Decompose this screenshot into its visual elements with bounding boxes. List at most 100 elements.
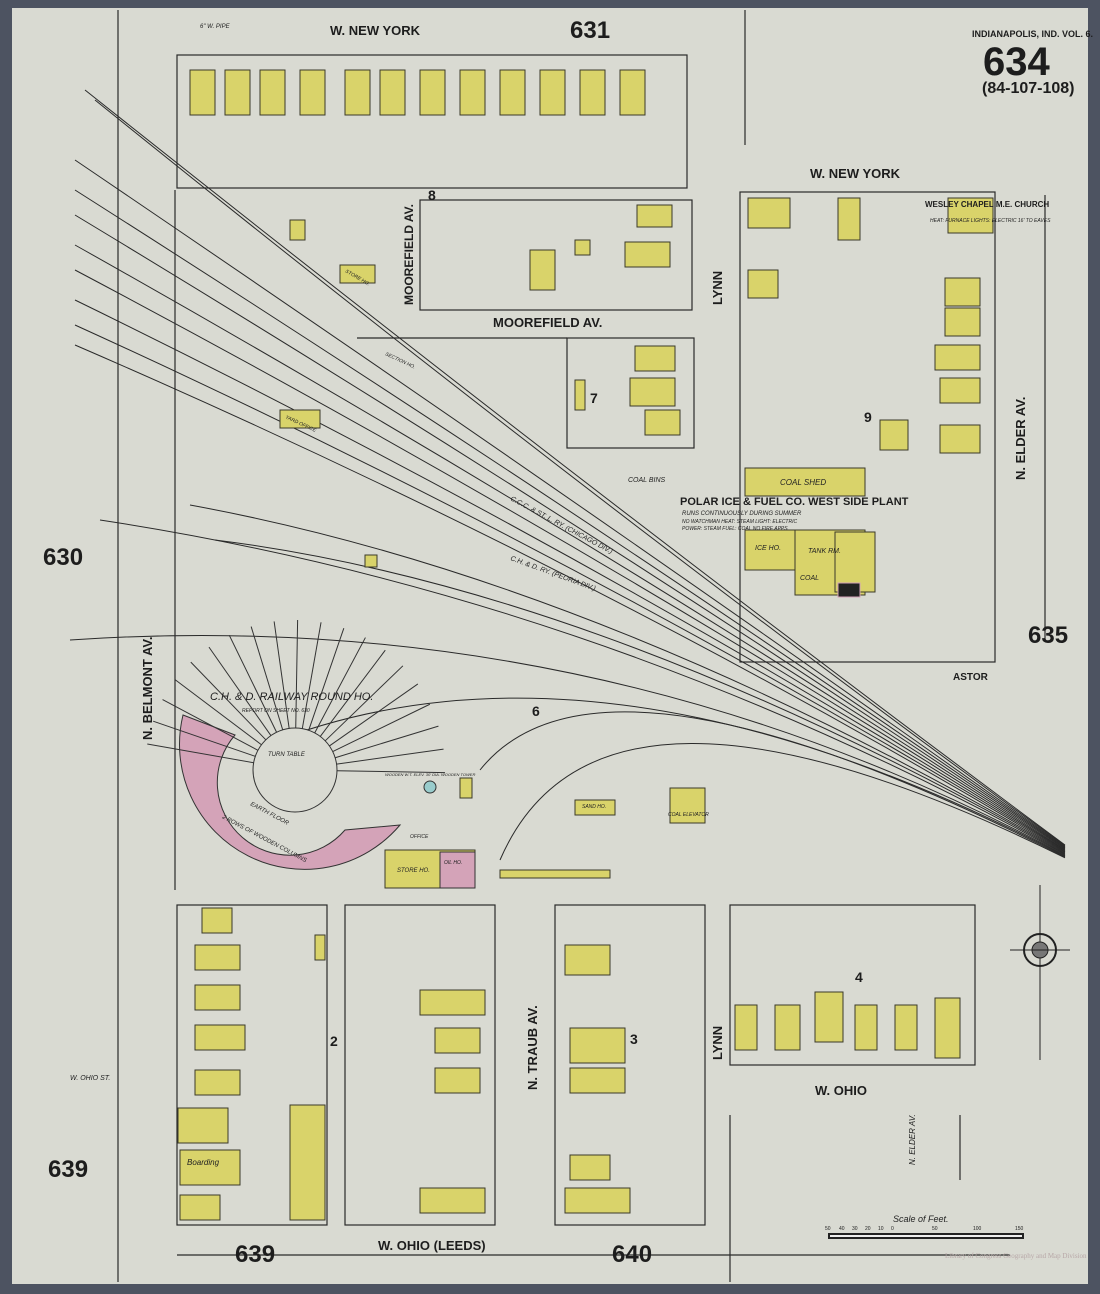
- dwelling: [419, 69, 446, 116]
- scale-title: Scale of Feet.: [893, 1214, 949, 1224]
- stall-track: [335, 725, 439, 759]
- stall-track: [319, 649, 386, 737]
- water-tank: [423, 780, 437, 794]
- turn-table: [252, 727, 338, 813]
- plant-note: RUNS CONTINUOUSLY DURING SUMMER: [682, 511, 802, 517]
- rail-track: [499, 743, 1066, 861]
- dwelling: [179, 1149, 241, 1186]
- roundhouse-note: REPORT ON SHEET NO. 630: [242, 708, 310, 714]
- stall-track: [250, 626, 284, 730]
- coal-bins-label: COAL BINS: [628, 477, 666, 484]
- stall-track: [336, 770, 445, 774]
- roundhouse-building: [179, 714, 402, 870]
- dwelling: [314, 934, 326, 961]
- dwelling: [434, 1067, 481, 1094]
- adjacent-sheet-right[interactable]: 635: [1028, 622, 1068, 649]
- dwelling: [459, 69, 486, 116]
- adjacent-sheet-top[interactable]: 631: [570, 17, 610, 44]
- dwelling: [574, 799, 616, 816]
- street-n-belmont: N. BELMONT AV.: [140, 636, 155, 740]
- dwelling: [379, 69, 406, 116]
- dwelling: [419, 1187, 486, 1214]
- office-label: OFFICE: [410, 834, 429, 840]
- rail-track: [214, 539, 1066, 855]
- dwelling: [189, 69, 216, 116]
- water-tank-label: WOODEN W.T. ELEV. 30' DIA. WOODEN TOWER: [385, 772, 475, 777]
- street-n-elder-small: N. ELDER AV.: [908, 1114, 917, 1165]
- boarding-label: Boarding: [187, 1158, 220, 1167]
- stall-track: [301, 622, 322, 729]
- dwelling: [634, 345, 676, 372]
- scale-tick-label: 40: [839, 1226, 845, 1232]
- adjacent-sheet-left[interactable]: 630: [43, 544, 83, 571]
- street-w-new-york-right: W. NEW YORK: [810, 166, 901, 181]
- dwelling: [194, 1024, 246, 1051]
- rail-track: [264, 697, 1066, 857]
- scale-tick-label: 0: [891, 1226, 894, 1232]
- scale-tick-label: 10: [878, 1226, 884, 1232]
- stall-track: [314, 637, 366, 734]
- scale-tick-label: 50: [825, 1226, 831, 1232]
- city-volume: INDIANAPOLIS, IND. VOL. 6.: [972, 29, 1093, 39]
- dwelling: [564, 1187, 631, 1214]
- dwelling: [201, 907, 233, 934]
- buildings: [177, 69, 994, 1221]
- dwelling: [837, 197, 861, 241]
- church-notes: HEAT: FURNACE LIGHTS: ELECTRIC 16' TO EA…: [930, 218, 1051, 224]
- water-pipe-label: 6" W. PIPE: [200, 24, 231, 30]
- dwelling: [629, 377, 676, 407]
- dwelling: [644, 409, 681, 436]
- adjacent-sheet-bottom-left[interactable]: 639: [48, 1156, 88, 1183]
- block-number: 3: [630, 1031, 638, 1047]
- ice-house-label: ICE HO.: [755, 545, 781, 552]
- coal-elevator-label: COAL ELEVATOR: [668, 812, 709, 818]
- stall-track: [332, 703, 431, 753]
- dwelling: [289, 1104, 326, 1221]
- dwelling: [499, 69, 526, 116]
- dwelling: [177, 1107, 229, 1144]
- dwelling: [564, 944, 611, 976]
- scale-tick-label: 20: [865, 1226, 871, 1232]
- dwelling: [569, 1154, 611, 1181]
- polar-ice-plant: POLAR ICE & FUEL CO. WEST SIDE PLANT: [680, 496, 909, 508]
- stall-track: [336, 748, 444, 765]
- dwelling: [194, 1069, 241, 1096]
- compass-rose-icon: [1010, 885, 1070, 1060]
- turn-table-label: TURN TABLE: [268, 752, 306, 758]
- stall-track: [174, 679, 262, 746]
- roundhouse-stalls: [147, 620, 445, 774]
- stall-track: [228, 634, 278, 733]
- street-lynn-top: LYNN: [710, 271, 725, 305]
- rail-track: [99, 519, 1066, 856]
- rail-track: [74, 214, 1066, 849]
- dwelling: [747, 197, 791, 229]
- scale-tick-label: 150: [1015, 1226, 1024, 1232]
- block-number: 2: [330, 1033, 338, 1049]
- dwelling: [734, 1004, 758, 1051]
- rail-track: [74, 159, 1066, 848]
- dwelling: [339, 264, 376, 284]
- street-w-ohio: W. OHIO: [815, 1083, 867, 1098]
- dwelling: [934, 997, 961, 1059]
- stall-track: [273, 621, 290, 729]
- street-moorefield-v: MOOREFIELD AV.: [402, 204, 416, 305]
- street-n-elder: N. ELDER AV.: [1013, 397, 1028, 480]
- adjacent-sheet-bottom[interactable]: 639: [235, 1241, 275, 1268]
- adjacent-sheet-bottom-mid[interactable]: 640: [612, 1241, 652, 1268]
- rail-track: [479, 711, 1066, 858]
- dwelling: [344, 69, 371, 116]
- dwelling: [434, 1027, 481, 1054]
- roundhouse: [147, 620, 445, 870]
- stall-track: [295, 620, 299, 729]
- block-outlines: [117, 10, 1046, 1282]
- street-n-traub: N. TRAUB AV.: [525, 1005, 540, 1090]
- dwelling: [939, 377, 981, 404]
- block-number: 4: [855, 969, 863, 985]
- rail-track: [69, 634, 1066, 856]
- dwelling: [636, 204, 673, 228]
- dwelling: [364, 554, 378, 568]
- rail-track: [189, 504, 1066, 854]
- dwelling: [194, 984, 241, 1011]
- roundhouse-label: C.H. & D. RAILWAY ROUND HO.: [210, 691, 373, 703]
